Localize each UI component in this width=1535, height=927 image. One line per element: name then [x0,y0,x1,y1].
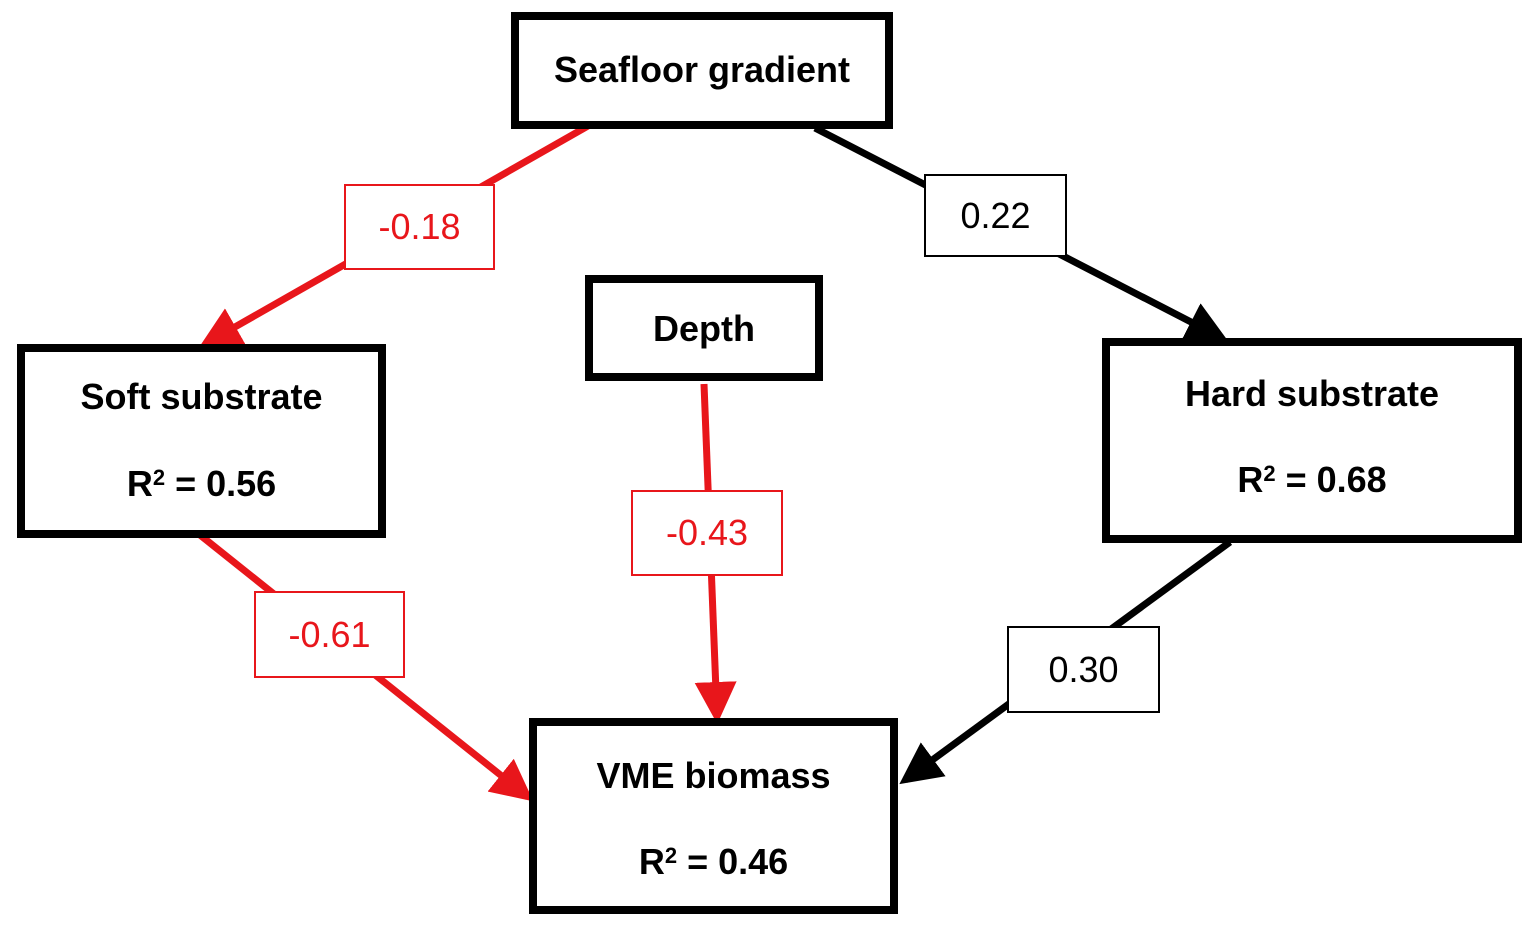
node-seafloor-gradient: Seafloor gradient [511,12,893,129]
node-label: Soft substrate [80,376,323,417]
coef-depth-to-vme: -0.43 [631,490,783,576]
node-label: Hard substrate [1184,373,1440,414]
coef-soft-to-vme: -0.61 [254,591,405,678]
coef-gradient-to-hard: 0.22 [924,174,1067,257]
node-label: Seafloor gradient [553,49,851,90]
coef-gradient-to-soft: -0.18 [344,184,495,270]
node-soft-substrate: Soft substrate R2 = 0.56 [17,344,386,538]
r-squared: R2 = 0.68 [1237,459,1387,500]
r-squared: R2 = 0.46 [638,841,789,882]
node-vme-biomass: VME biomass R2 = 0.46 [529,718,898,914]
node-depth: Depth [585,275,823,381]
node-label: Depth [653,308,755,349]
node-label: VME biomass [596,755,831,796]
coef-hard-to-vme: 0.30 [1007,626,1160,713]
node-hard-substrate: Hard substrate R2 = 0.68 [1102,338,1522,543]
r-squared: R2 = 0.56 [126,463,277,504]
